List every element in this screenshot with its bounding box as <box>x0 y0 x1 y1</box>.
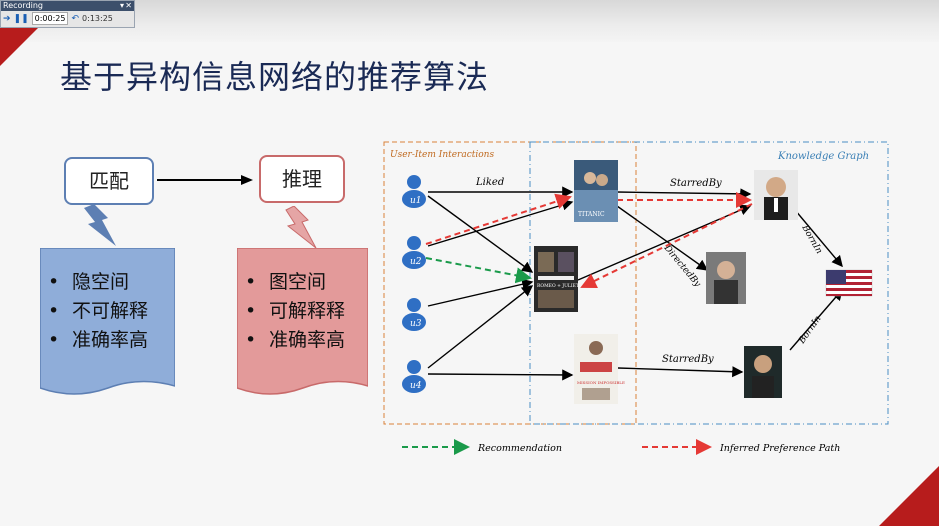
arrow-right-icon <box>155 172 255 188</box>
user-node-u1: u1 <box>402 175 426 208</box>
svg-text:u2: u2 <box>410 257 422 267</box>
recording-toolbar: Recording ▾ ✕ ➔ ❚❚ 0:00:25 ↶ 0:13:25 <box>0 0 135 28</box>
svg-text:MISSION IMPOSSIBLE: MISSION IMPOSSIBLE <box>577 380 625 385</box>
edge-label-starred-by: StarredBy <box>670 178 722 189</box>
movie-poster-mission-impossible: MISSION IMPOSSIBLE <box>574 334 625 404</box>
user-item-section-label: User-Item Interactions <box>390 150 494 160</box>
svg-text:Recommendation: Recommendation <box>477 443 562 454</box>
recording-title-bar: Recording ▾ ✕ <box>1 1 134 11</box>
svg-text:TITANIC: TITANIC <box>578 211 605 218</box>
svg-text:u3: u3 <box>410 319 422 329</box>
edge-label-liked: Liked <box>475 177 504 188</box>
director-photo-cameron <box>706 252 746 304</box>
actor-photo-tom-cruise <box>744 346 782 398</box>
slide-title: 基于异构信息网络的推荐算法 <box>60 52 489 98</box>
svg-text:Inferred Preference Path: Inferred Preference Path <box>719 443 840 454</box>
slide-header-banner <box>0 0 939 42</box>
reason-bullet-item: 可解释释 <box>245 297 345 326</box>
svg-text:u1: u1 <box>410 196 422 206</box>
match-bullet-item: 隐空间 <box>48 268 148 297</box>
reason-bullet-item: 准确率高 <box>245 326 345 355</box>
close-icon[interactable]: ✕ <box>125 1 132 11</box>
match-box: 匹配 <box>64 157 154 205</box>
match-properties-card: 隐空间 不可解释 准确率高 <box>40 248 175 398</box>
corner-decoration-bottom-right <box>879 466 939 526</box>
reason-bullet-item: 图空间 <box>245 268 345 297</box>
us-flag-icon <box>826 270 872 296</box>
reason-properties-card: 图空间 可解释释 准确率高 <box>237 248 368 398</box>
knowledge-graph-section-label: Knowledge Graph <box>777 151 869 162</box>
knowledge-graph-figure: User-Item Interactions Knowledge Graph <box>380 140 939 470</box>
edge-label-starred-by: StarredBy <box>662 354 714 365</box>
user-node-u3: u3 <box>402 298 426 331</box>
match-bullet-item: 不可解释 <box>48 297 148 326</box>
match-bullet-item: 准确率高 <box>48 326 148 355</box>
svg-text:ROMEO + JULIET: ROMEO + JULIET <box>537 283 579 289</box>
total-time: 0:13:25 <box>82 14 113 23</box>
undo-icon[interactable]: ↶ <box>71 14 79 24</box>
dropdown-icon[interactable]: ▾ <box>120 1 124 11</box>
forward-arrow-icon[interactable]: ➔ <box>3 14 11 24</box>
elapsed-time-field[interactable]: 0:00:25 <box>32 12 69 25</box>
lightning-icon <box>284 206 324 250</box>
user-node-u2: u2 <box>402 236 426 269</box>
user-node-u4: u4 <box>402 360 426 393</box>
actor-photo-leonardo <box>754 170 798 220</box>
edge-label-born-in: BornIn <box>797 314 824 347</box>
pause-icon[interactable]: ❚❚ <box>14 14 29 24</box>
reason-label: 推理 <box>282 167 322 191</box>
match-label: 匹配 <box>89 169 129 193</box>
movie-poster-titanic: TITANIC <box>574 160 618 222</box>
reason-box: 推理 <box>259 155 345 203</box>
legend-inferred-path: Inferred Preference Path <box>642 443 840 454</box>
lightning-icon <box>80 204 120 248</box>
svg-text:u4: u4 <box>410 381 422 391</box>
legend-recommendation: Recommendation <box>402 443 562 454</box>
corner-decoration-top-left <box>0 28 38 66</box>
edge-label-directed-by: DirectedBy <box>661 243 703 290</box>
movie-poster-romeo-juliet: ROMEO + JULIET <box>534 246 579 312</box>
recording-title: Recording <box>3 1 43 10</box>
